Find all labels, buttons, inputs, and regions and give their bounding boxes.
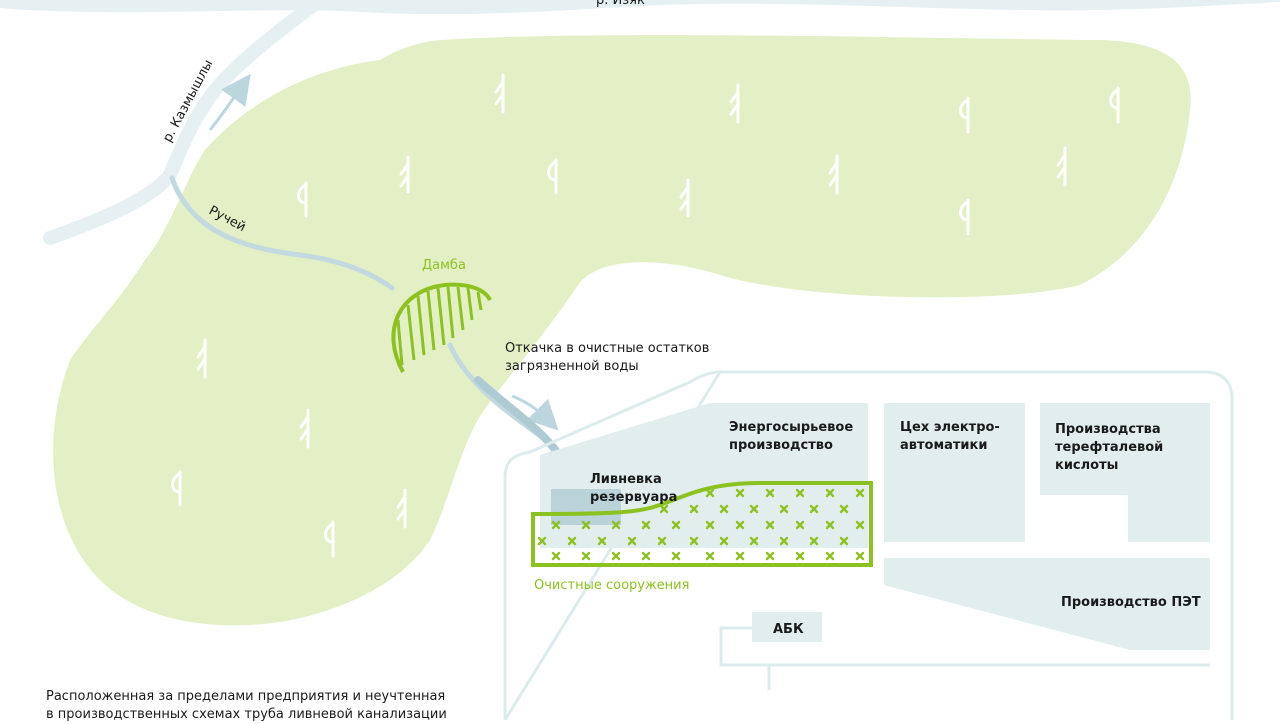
tree-icon <box>494 73 505 114</box>
treatment-mark <box>611 551 621 561</box>
treatment-mark <box>689 504 699 514</box>
label-treatment: Очистные сооружения <box>534 578 689 593</box>
tree-icon <box>399 155 410 194</box>
label-energy-2: производство <box>729 438 833 453</box>
treatment-mark <box>735 488 745 498</box>
label-dam: Дамба <box>422 258 466 273</box>
treatment-mark <box>735 551 745 561</box>
label-automation-1: Цех электро- <box>900 420 1000 435</box>
tree-icon <box>679 178 690 218</box>
treatment-mark <box>551 520 561 530</box>
treatment-mark <box>641 551 651 561</box>
treatment-mark <box>855 488 865 498</box>
treatment-mark <box>825 520 835 530</box>
treatment-mark <box>611 520 621 530</box>
tree-icon <box>324 520 335 558</box>
dam <box>391 282 492 373</box>
treatment-mark <box>779 504 789 514</box>
treatment-mark <box>749 536 759 546</box>
treatment-mark <box>795 551 805 561</box>
treatment-mark <box>641 520 651 530</box>
treatment-mark <box>839 536 849 546</box>
footnote-line-1: Расположенная за пределами предприятия и… <box>46 689 446 704</box>
treatment-mark <box>597 536 607 546</box>
footnote: Расположенная за пределами предприятия и… <box>46 688 486 724</box>
treatment-mark <box>581 551 591 561</box>
tree-icon <box>299 408 310 449</box>
label-automation-2: автоматики <box>900 438 987 453</box>
treatment-mark <box>855 551 865 561</box>
label-river-izyak: р. Изяк <box>596 0 645 8</box>
tree-icon <box>297 181 308 218</box>
treatment-mark <box>567 536 577 546</box>
label-pumping-1: Откачка в очистные остатков <box>505 341 709 356</box>
label-energy-1: Энергосырьевое <box>729 420 853 435</box>
tree-icon <box>396 488 407 529</box>
label-pumping-2: загрязненной воды <box>505 359 639 374</box>
treatment-mark <box>705 551 715 561</box>
treatment-mark <box>825 551 835 561</box>
treatment-mark <box>671 551 681 561</box>
building-automation <box>884 403 1025 542</box>
label-storm-tank-1: Ливневка <box>590 472 662 487</box>
treatment-mark <box>671 520 681 530</box>
treatment-mark <box>657 536 667 546</box>
treatment-mark <box>839 504 849 514</box>
tree-icons <box>171 73 1120 558</box>
tree-icon <box>729 83 740 124</box>
treatment-mark <box>719 504 729 514</box>
treatment-mark <box>855 520 865 530</box>
treatment-mark <box>581 520 591 530</box>
tree-icon <box>1056 146 1067 187</box>
treatment-mark <box>765 488 775 498</box>
label-abk: АБК <box>773 622 804 637</box>
treatment-mark <box>627 536 637 546</box>
treatment-facilities <box>531 481 873 567</box>
drain-pipe <box>719 626 1210 690</box>
treatment-mark <box>779 536 789 546</box>
stream-path <box>169 175 395 291</box>
tree-icon <box>1109 86 1120 124</box>
tree-icon <box>171 470 182 507</box>
treatment-mark <box>749 504 759 514</box>
treatment-mark <box>809 504 819 514</box>
treatment-mark <box>705 488 715 498</box>
tree-icon <box>196 338 207 379</box>
treatment-mark <box>809 536 819 546</box>
treatment-mark <box>659 504 669 514</box>
treatment-mark <box>551 551 561 561</box>
label-storm-tank-2: резервуара <box>590 490 677 505</box>
label-terephthalic-1: Производства <box>1055 422 1161 437</box>
label-terephthalic-2: терефталевой <box>1055 440 1163 455</box>
building-terephthalic <box>1040 403 1210 542</box>
building-abk <box>752 612 822 642</box>
label-pet: Производство ПЭТ <box>1061 595 1201 610</box>
pumping-arrow-small <box>511 394 559 431</box>
tree-icon <box>828 154 839 195</box>
treatment-mark <box>795 520 805 530</box>
treatment-mark <box>705 520 715 530</box>
treatment-mark <box>795 488 805 498</box>
treatment-mark <box>765 551 775 561</box>
tree-icon <box>959 198 970 236</box>
treatment-mark <box>719 536 729 546</box>
tree-icon <box>547 158 558 195</box>
river-kazmyshly <box>43 0 327 245</box>
storm-tank <box>551 489 621 525</box>
footnote-line-2: в производственных схемах труба ливневой… <box>46 707 447 722</box>
tree-icon <box>959 96 970 134</box>
treatment-mark <box>735 520 745 530</box>
treatment-mark <box>765 520 775 530</box>
treatment-mark <box>689 536 699 546</box>
plant-territory <box>503 370 1234 720</box>
building-pet <box>884 558 1210 650</box>
label-terephthalic-3: кислоты <box>1055 458 1118 473</box>
forest-area <box>53 35 1191 626</box>
river-kazmyshly-arrow <box>208 73 251 131</box>
treatment-mark <box>825 488 835 498</box>
treatment-mark <box>537 536 547 546</box>
